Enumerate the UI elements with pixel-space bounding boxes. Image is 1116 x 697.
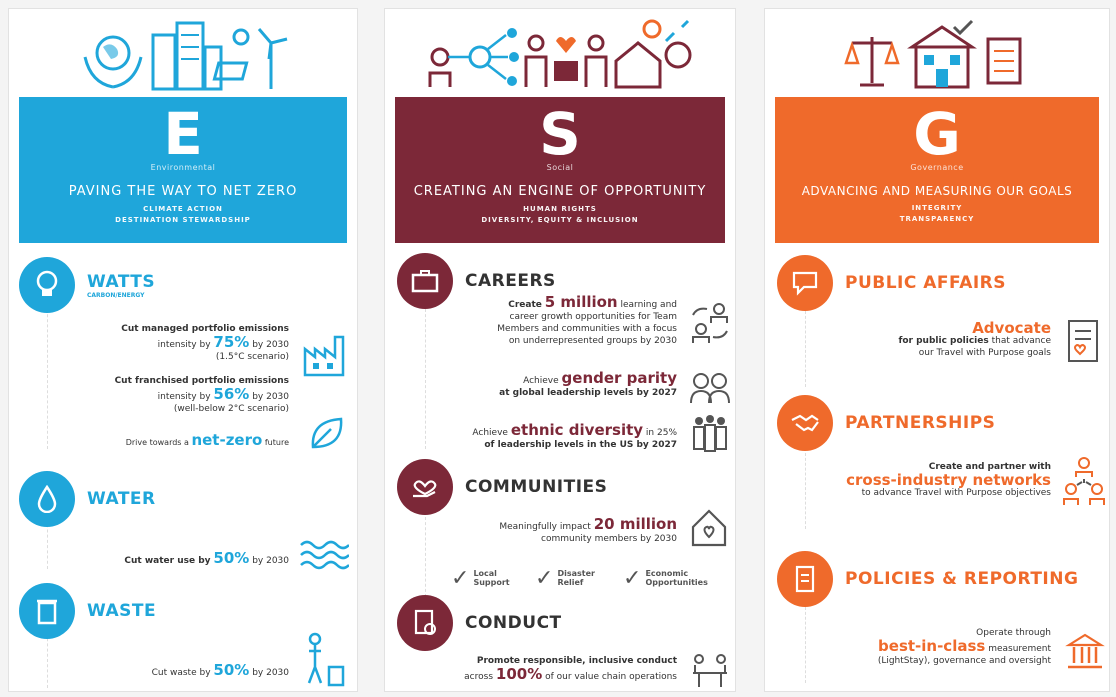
careers-goal-3: Achieve ethnic diversity in 25% of leade… bbox=[472, 421, 677, 451]
gender-parity-icon bbox=[690, 373, 730, 404]
waves-icon bbox=[300, 540, 349, 570]
environmental-panel: E Environmental PAVING THE WAY TO NET ZE… bbox=[8, 8, 358, 692]
section-title: CONDUCT bbox=[465, 613, 562, 633]
pillar-tag: DIVERSITY, EQUITY & INCLUSION bbox=[481, 216, 639, 224]
pillar-letter: S bbox=[539, 100, 581, 168]
pillar-subtitle: Environmental bbox=[150, 163, 216, 172]
checkmark-icon: ✓ bbox=[451, 565, 470, 591]
recycling-person-icon bbox=[307, 632, 345, 687]
governance-panel: G Governance ADVANCING AND MEASURING OUR… bbox=[764, 8, 1110, 692]
section-title: POLICIES & REPORTING bbox=[845, 569, 1079, 589]
policies-reporting-goal: Operate through best-in-class measuremen… bbox=[877, 628, 1051, 666]
section-subtitle: CARBON/ENERGY bbox=[87, 291, 145, 299]
public-affairs-goal: Advocate for public policies that advanc… bbox=[898, 319, 1051, 359]
partnerships-goal: Create and partner with cross-industry n… bbox=[846, 462, 1051, 498]
community-pillar-disaster-relief: ✓Disaster Relief bbox=[535, 565, 595, 591]
pillar-subtitle: Social bbox=[546, 163, 574, 172]
section-title: WATTS bbox=[87, 271, 156, 292]
watts-goal-3: Drive towards a net-zero future bbox=[125, 431, 289, 449]
pillar-tag: INTEGRITY bbox=[911, 204, 963, 212]
section-title: PUBLIC AFFAIRS bbox=[845, 273, 1007, 293]
document-heart-icon bbox=[1068, 320, 1098, 362]
handshake-icon bbox=[777, 395, 833, 451]
community-pillar-economic-opportunities: ✓Economic Opportunities bbox=[623, 565, 708, 591]
watts-goal-2: Cut franchised portfolio emissions inten… bbox=[114, 376, 289, 414]
people-exchange-icon bbox=[692, 303, 728, 343]
waste-section: WASTE bbox=[19, 583, 156, 639]
policies-reporting-section: POLICIES & REPORTING bbox=[777, 551, 1078, 607]
section-title: WASTE bbox=[87, 601, 157, 621]
conduct-section: CONDUCT bbox=[397, 595, 562, 651]
lightbulb-icon bbox=[19, 257, 75, 313]
pillar-headline: PAVING THE WAY TO NET ZERO bbox=[68, 184, 298, 199]
report-icon bbox=[777, 551, 833, 607]
water-section: WATER bbox=[19, 471, 156, 527]
network-people-icon bbox=[428, 19, 692, 89]
pillar-subtitle: Governance bbox=[910, 163, 964, 172]
scales-icon bbox=[844, 19, 1022, 89]
group-people-icon bbox=[693, 415, 727, 452]
careers-goal-1: Create 5 million learning and career gro… bbox=[497, 293, 677, 347]
checkmark-icon: ✓ bbox=[535, 565, 554, 591]
watts-goal-1: Cut managed portfolio emissions intensit… bbox=[121, 324, 289, 362]
trash-bin-icon bbox=[19, 583, 75, 639]
network-partners-icon bbox=[1063, 457, 1105, 505]
pillar-tag: CLIMATE ACTION bbox=[143, 205, 223, 213]
pillar-tag: DESTINATION STEWARDSHIP bbox=[115, 216, 251, 224]
communities-section: COMMUNITIES bbox=[397, 459, 607, 515]
leaf-icon bbox=[311, 417, 343, 449]
factory-icon bbox=[303, 335, 345, 377]
social-panel: S Social CREATING AN ENGINE OF OPPORTUNI… bbox=[384, 8, 736, 692]
hands-globe-icon bbox=[83, 21, 288, 91]
pillar-tag: TRANSPARENCY bbox=[899, 215, 975, 223]
environmental-header-icons bbox=[9, 15, 357, 97]
institution-icon bbox=[1065, 633, 1105, 669]
careers-goal-2: Achieve gender parity at global leadersh… bbox=[499, 369, 677, 399]
communities-goal: Meaningfully impact 20 million community… bbox=[499, 515, 677, 545]
pillar-letter: E bbox=[163, 100, 203, 168]
water-drop-icon bbox=[19, 471, 75, 527]
checkmark-icon: ✓ bbox=[623, 565, 642, 591]
section-title: WATER bbox=[87, 489, 156, 509]
meeting-table-icon bbox=[693, 654, 727, 687]
social-header-icons bbox=[385, 15, 735, 97]
briefcase-icon bbox=[397, 253, 453, 309]
section-title: PARTNERSHIPS bbox=[845, 413, 996, 433]
pillar-headline: ADVANCING AND MEASURING OUR GOALS bbox=[801, 184, 1073, 198]
speech-bubble-icon bbox=[777, 255, 833, 311]
watts-section: WATTS CARBON/ENERGY bbox=[19, 257, 155, 313]
document-check-icon bbox=[397, 595, 453, 651]
social-banner: S Social CREATING AN ENGINE OF OPPORTUNI… bbox=[395, 97, 725, 243]
section-title: COMMUNITIES bbox=[465, 477, 608, 497]
house-heart-icon bbox=[691, 509, 727, 547]
conduct-goal: Promote responsible, inclusive conduct a… bbox=[464, 656, 677, 683]
governance-header-icons bbox=[765, 15, 1109, 97]
heart-hand-icon bbox=[397, 459, 453, 515]
governance-banner: G Governance ADVANCING AND MEASURING OUR… bbox=[775, 97, 1099, 243]
waste-goal: Cut waste by 50% by 2030 bbox=[151, 661, 289, 679]
community-pillar-local-support: ✓Local Support bbox=[451, 565, 510, 591]
pillar-headline: CREATING AN ENGINE OF OPPORTUNITY bbox=[413, 184, 707, 199]
partnerships-section: PARTNERSHIPS bbox=[777, 395, 995, 451]
public-affairs-section: PUBLIC AFFAIRS bbox=[777, 255, 1006, 311]
pillar-letter: G bbox=[913, 100, 961, 168]
water-goal: Cut water use by 50% by 2030 bbox=[124, 549, 289, 567]
section-title: CAREERS bbox=[465, 271, 556, 291]
environmental-banner: E Environmental PAVING THE WAY TO NET ZE… bbox=[19, 97, 347, 243]
pillar-tag: HUMAN RIGHTS bbox=[523, 205, 597, 213]
careers-section: CAREERS bbox=[397, 253, 556, 309]
